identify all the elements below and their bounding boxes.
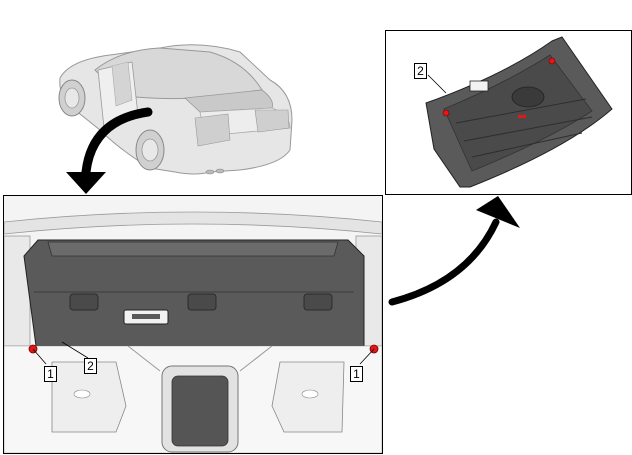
detail-view: 2: [385, 30, 632, 195]
vehicle-illustration: [58, 44, 293, 175]
callout-fastener-right: 1: [350, 366, 363, 382]
callout-fastener-left: 1: [44, 366, 57, 382]
rear-shelf-illustration: [4, 196, 382, 453]
curved-arrow-down-icon: [66, 107, 153, 194]
callout-trim-panel-detail: 2: [414, 63, 427, 79]
curved-arrow-up-right-icon: [388, 196, 520, 306]
callout-trim-panel: 2: [84, 358, 97, 374]
removed-trim-panel-illustration: [425, 36, 613, 188]
main-view: 1 2 1: [3, 195, 383, 454]
